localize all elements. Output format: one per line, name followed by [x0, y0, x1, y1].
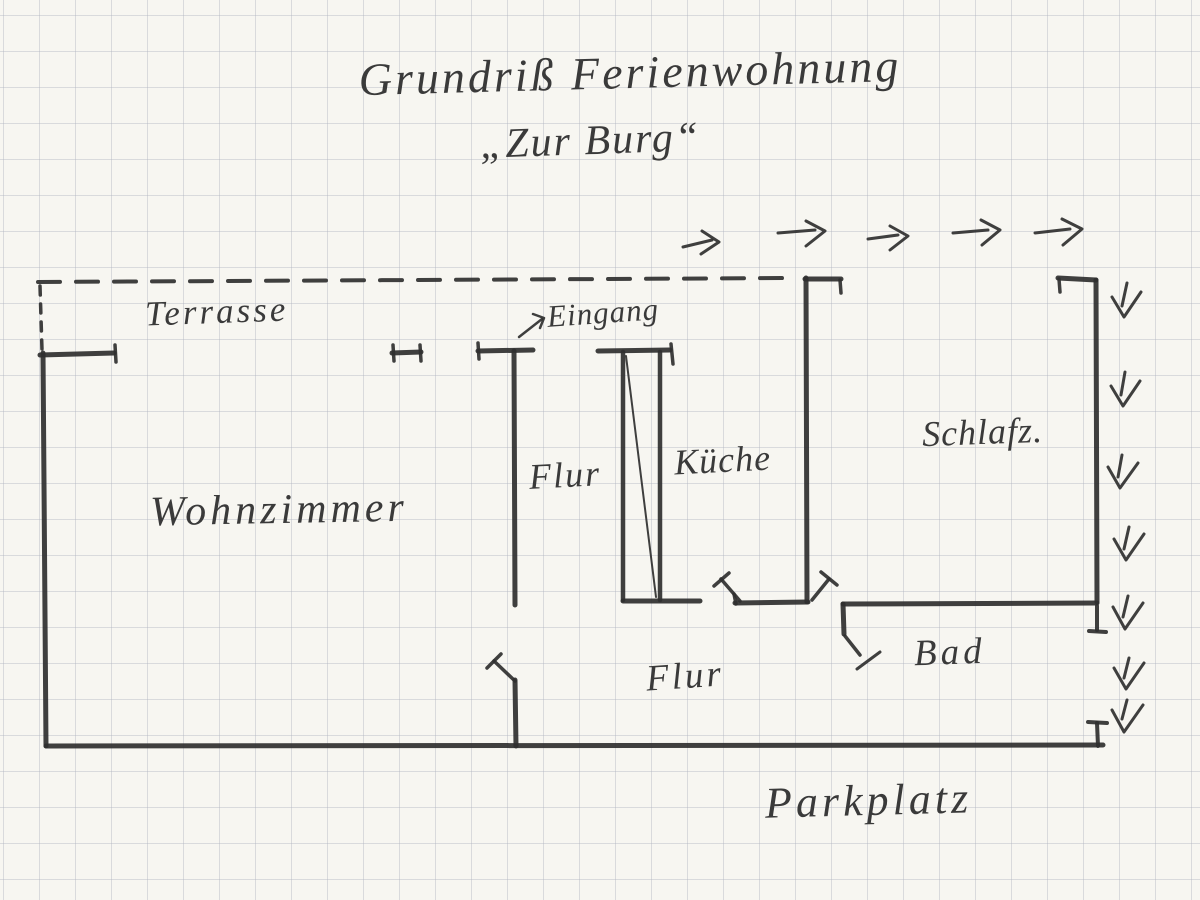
- bath-top-wall: [840, 600, 1100, 607]
- kitchen-door-leaf: [719, 577, 742, 603]
- top-wall-right-segment-2: [1055, 275, 1099, 283]
- left-wall: [40, 350, 49, 749]
- room-label-kueche: Küche: [673, 437, 772, 483]
- right-arrow-3-head: [1106, 461, 1140, 490]
- top-arrow-4-shaft: [951, 228, 990, 235]
- window-pier: [389, 349, 424, 356]
- room-label-eingang: Eingang: [545, 291, 661, 334]
- hall-top-wall: [475, 347, 536, 354]
- living-room-door-leaf-cap: [485, 652, 503, 670]
- room-label-flur-upper: Flur: [528, 453, 603, 497]
- top-arrow-5-shaft: [1033, 227, 1072, 235]
- top-wall-right-segment-1-tick: [838, 278, 843, 295]
- right-arrow-1-shaft: [1120, 281, 1129, 308]
- window-pier-jamb-right: [418, 343, 423, 363]
- top-wall-right-segment-2-tick: [1057, 277, 1062, 294]
- front-wall-segment-1: [37, 350, 117, 358]
- top-arrow-5-head: [1060, 217, 1084, 247]
- right-door-jamb-upper-cap: [1087, 629, 1108, 634]
- hall-left-wall: [511, 348, 518, 608]
- right-arrow-4-head: [1112, 532, 1146, 562]
- room-label-terrasse: Terrasse: [144, 289, 289, 334]
- bedroom-door-leaf-cap: [819, 570, 839, 587]
- living-room-door-wall: [512, 677, 519, 749]
- right-arrow-6-shaft: [1122, 656, 1131, 680]
- room-label-flur-lower: Flur: [644, 653, 726, 700]
- lower-hall-top-wall-tick: [732, 592, 738, 606]
- terrace-boundary-dashed: [36, 276, 795, 284]
- front-wall-jamb-1: [113, 343, 118, 364]
- top-arrow-3-head: [888, 224, 910, 252]
- bedroom-left-wall: [803, 275, 810, 605]
- right-arrow-3-shaft: [1116, 453, 1124, 479]
- right-arrow-4-shaft: [1122, 525, 1131, 551]
- bedroom-door-leaf: [810, 577, 831, 602]
- right-arrow-2-shaft: [1119, 370, 1127, 397]
- room-label-wohnzimmer: Wohnzimmer: [149, 484, 409, 536]
- right-arrow-1-head: [1110, 290, 1143, 319]
- room-label-schlafzimmer: Schlafz.: [921, 409, 1044, 455]
- terrace-left-dashed: [38, 284, 44, 352]
- right-wall: [1093, 277, 1100, 605]
- right-arrow-5-shaft: [1121, 594, 1130, 619]
- lower-hall-top-wall: [732, 599, 811, 606]
- top-arrow-3-shaft: [866, 233, 900, 241]
- bath-door-swing: [855, 650, 882, 671]
- right-arrow-7-shaft: [1120, 698, 1129, 721]
- top-arrow-1-head: [699, 229, 721, 256]
- top-arrow-1-shaft: [681, 238, 714, 249]
- top-arrow-4-head: [979, 218, 1002, 247]
- hall-top-wall-jamb: [476, 341, 481, 361]
- right-arrow-6-head: [1112, 661, 1146, 691]
- living-room-door-leaf: [492, 659, 517, 683]
- entrance-pointer-shaft: [517, 317, 544, 339]
- right-arrow-5-head: [1111, 601, 1145, 631]
- bath-door-leaf: [843, 634, 862, 657]
- top-arrow-2-head: [804, 219, 827, 248]
- entrance-pointer-head: [531, 312, 546, 330]
- area-label-parkplatz: Parkplatz: [764, 773, 973, 828]
- bath-wall-stub: [840, 601, 847, 637]
- right-door-jamb-lower: [1095, 721, 1100, 748]
- right-arrow-2-head: [1109, 379, 1142, 408]
- kitchen-door-leaf-cap: [712, 571, 731, 588]
- top-arrow-2-shaft: [776, 228, 817, 235]
- entrance-right-wall: [595, 347, 673, 354]
- bottom-wall: [43, 742, 1106, 749]
- right-arrow-7-head: [1110, 703, 1145, 734]
- kitchen-partition-diagonal: [625, 355, 657, 598]
- room-label-bad: Bad: [913, 630, 987, 675]
- entrance-right-jamb: [669, 342, 675, 366]
